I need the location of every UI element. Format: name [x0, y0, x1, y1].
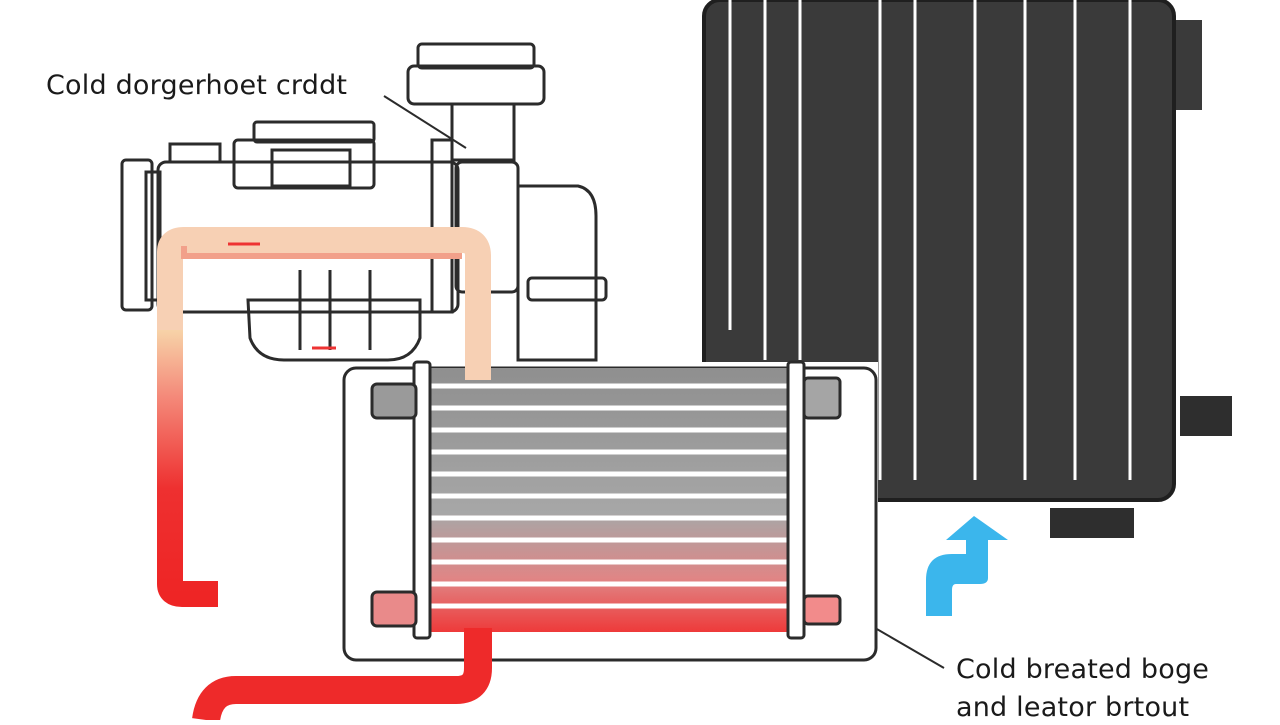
inlet-port-top: [370, 382, 418, 420]
radiator-drain-tab: [1050, 508, 1134, 538]
hot-coolant-pipe: [157, 227, 491, 607]
reservoir-cap: [416, 42, 536, 70]
outlet-port-top: [802, 376, 842, 420]
heat-exchanger-fins: [428, 383, 790, 609]
heat-exchanger-right-plate: [786, 360, 806, 640]
engine-pulley: [120, 158, 154, 312]
outlet-port-bottom: [802, 594, 842, 626]
reservoir-stem: [450, 102, 516, 162]
radiator-side-tab-bottom: [1180, 396, 1232, 436]
radiator-side-tab-top: [1176, 20, 1202, 110]
engine-top-cover: [232, 138, 376, 190]
bottom-callout-label-line-2: and leator brtout: [956, 692, 1190, 723]
reservoir-neck: [406, 64, 546, 106]
top-callout-label: Cold dorgerhoet crddt: [46, 70, 348, 101]
engine-side-pipe: [526, 276, 608, 302]
heat-exchanger-left-plate: [412, 360, 432, 640]
engine: [120, 42, 608, 362]
cool-air-arrow-icon: [926, 516, 1008, 616]
hot-return-pipe: [192, 628, 492, 723]
inlet-port-bottom: [370, 590, 418, 628]
heat-exchanger: [370, 360, 842, 640]
oil-pan: [246, 298, 422, 362]
engine-side-housing: [516, 184, 598, 362]
radiator-fins: [728, 0, 1132, 480]
top-callout-leader: [383, 95, 467, 149]
heat-exchanger-core: [428, 368, 790, 632]
bottom-callout-label-line-1: Cold breated boge: [956, 654, 1210, 685]
